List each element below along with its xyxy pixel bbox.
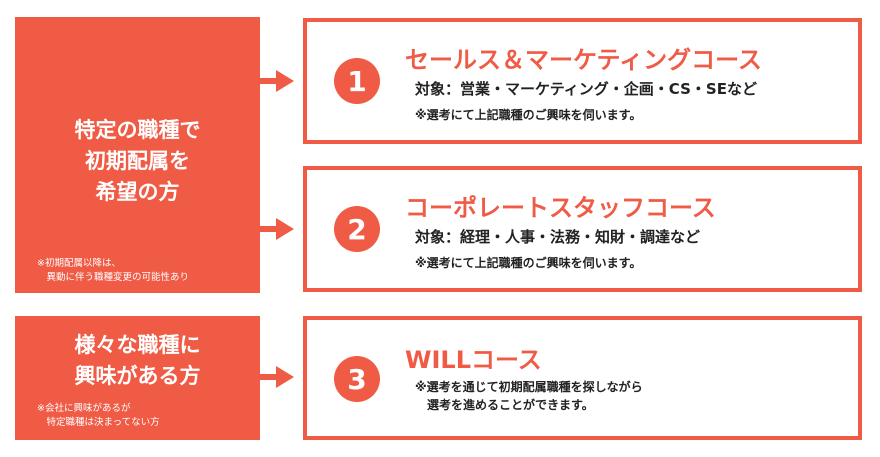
arrow-shaft [260, 374, 276, 380]
course-card-sales-marketing: 1 セールス＆マーケティングコース 対象：営業・マーケティング・企画・CS・SE… [303, 18, 862, 144]
arrow-right-icon [276, 366, 294, 388]
course-target: 対象：営業・マーケティング・企画・CS・SEなど [415, 80, 757, 98]
course-number-badge: 1 [334, 58, 380, 104]
left-block-various-roles: 様々な職種に 興味がある方 ※会社に興味があるが 特定職種は決まってない方 [15, 316, 260, 440]
arrow-shaft [260, 226, 276, 232]
course-note: ※選考にて上記職種のご興味を伺います。 [415, 256, 642, 270]
left-block-heading: 特定の職種で 初期配属を 希望の方 [15, 115, 260, 208]
left-block-line: 初期配属を [85, 149, 190, 173]
course-title: セールス＆マーケティングコース [405, 46, 762, 74]
left-block-line: 希望の方 [95, 180, 180, 204]
course-note: ※選考にて上記職種のご興味を伺います。 [415, 108, 642, 122]
left-block-line: 特定の職種で [74, 118, 201, 142]
arrow-right-icon [276, 70, 294, 92]
left-block-line: 様々な職種に [74, 333, 201, 357]
course-number-badge: 3 [334, 356, 380, 402]
course-card-corporate-staff: 2 コーポレートスタッフコース 対象：経理・人事・法務・知財・調達など ※選考に… [303, 166, 862, 292]
left-block-line: 興味がある方 [74, 364, 201, 388]
left-block-note: ※会社に興味があるが 特定職種は決まってない方 [37, 403, 160, 428]
course-title: コーポレートスタッフコース [405, 194, 716, 222]
course-target: 対象：経理・人事・法務・知財・調達など [415, 228, 701, 246]
left-block-specific-role: 特定の職種で 初期配属を 希望の方 ※初期配属以降は、 異動に伴う職種変更の可能… [15, 17, 260, 293]
left-block-note: ※初期配属以降は、 異動に伴う職種変更の可能性あり [37, 258, 190, 283]
arrow-shaft [260, 78, 276, 84]
arrow-right-icon [276, 218, 294, 240]
left-block-heading: 様々な職種に 興味がある方 [15, 330, 260, 392]
course-note: ※選考を通じて初期配属職種を探しながら 選考を進めることができます。 [415, 380, 643, 412]
course-card-will: 3 WILLコース ※選考を通じて初期配属職種を探しながら 選考を進めることがで… [303, 316, 862, 440]
course-number-badge: 2 [334, 206, 380, 252]
course-title: WILLコース [405, 346, 542, 374]
